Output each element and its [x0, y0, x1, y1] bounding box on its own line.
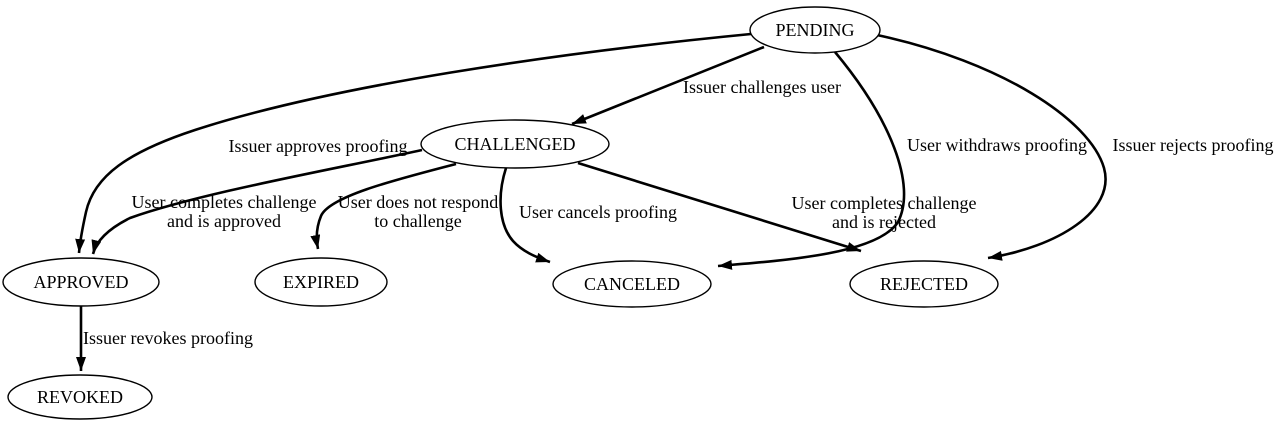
node-ellipse — [749, 6, 881, 54]
node-ellipse — [420, 119, 610, 169]
edge-pending-approved: Issuer approves proofing — [75, 32, 752, 254]
node-label: PENDING — [776, 20, 855, 40]
node-label: CHALLENGED — [455, 134, 576, 154]
edge-label: Issuer revokes proofing — [83, 328, 253, 348]
edge-approved-revoked: Issuer revokes proofing — [76, 306, 253, 371]
state-node-revoked: REVOKED — [7, 374, 153, 420]
node-label: EXPIRED — [283, 272, 359, 292]
state-node-expired: EXPIRED — [254, 257, 388, 307]
node-ellipse — [7, 374, 153, 420]
state-node-challenged: CHALLENGED — [420, 119, 610, 169]
node-label: APPROVED — [33, 272, 128, 292]
edge-pending-challenged: Issuer challenges user — [571, 45, 841, 126]
edge-label: Issuer challenges user — [683, 77, 841, 97]
edge-label: Issuer approves proofing — [229, 136, 408, 156]
edge-challenged-canceled: User cancels proofing — [499, 167, 677, 264]
edge-challenged-expired: User does not respond to challenge — [310, 162, 498, 250]
edge-line — [91, 148, 423, 255]
edge-label: User does not respond — [338, 192, 498, 212]
node-label: REVOKED — [37, 387, 123, 407]
edge-label: to challenge — [374, 211, 461, 231]
node-ellipse — [254, 257, 388, 307]
edge-label: and is rejected — [832, 212, 936, 232]
edge-label: and is approved — [167, 211, 281, 231]
state-node-rejected: REJECTED — [849, 260, 999, 308]
edge-pending-canceled: User withdraws proofing — [717, 51, 1087, 270]
edge-line — [876, 33, 1107, 261]
edge-line — [75, 32, 752, 254]
node-label: CANCELED — [584, 274, 680, 294]
edge-line — [577, 161, 862, 253]
edge-line — [571, 45, 765, 126]
edge-challenged-approved: User completes challenge and is approved — [91, 148, 423, 255]
state-node-canceled: CANCELED — [552, 260, 712, 308]
node-label: REJECTED — [880, 274, 968, 294]
edge-label: User completes challenge — [792, 193, 977, 213]
edge-label: User completes challenge — [132, 192, 317, 212]
edge-label: User cancels proofing — [519, 202, 677, 222]
edge-label: Issuer rejects proofing — [1113, 135, 1274, 155]
edge-challenged-rejected: User completes challenge and is rejected — [577, 161, 977, 253]
edge-label: User withdraws proofing — [907, 135, 1087, 155]
edge-line — [310, 162, 457, 250]
edge-line — [499, 167, 551, 264]
node-ellipse — [552, 260, 712, 308]
edge-pending-rejected: Issuer rejects proofing — [876, 33, 1274, 261]
node-ellipse — [849, 260, 999, 308]
node-ellipse — [2, 257, 160, 307]
state-node-pending: PENDING — [749, 6, 881, 54]
state-node-approved: APPROVED — [2, 257, 160, 307]
edge-line — [717, 51, 906, 270]
